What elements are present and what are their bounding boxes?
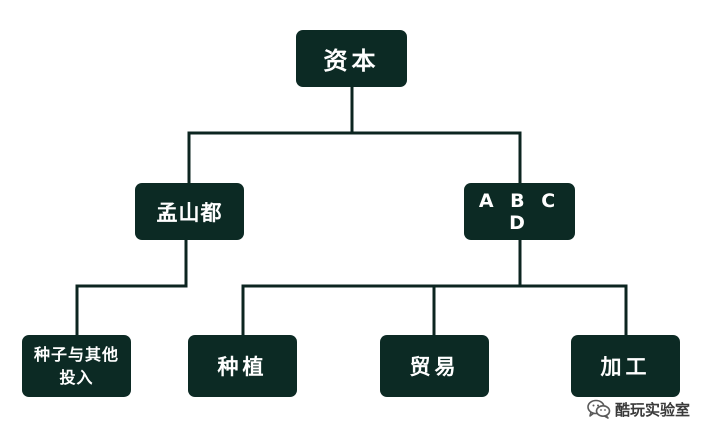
node-processing: 加工 [571,335,680,397]
node-monsanto: 孟山都 [135,183,244,240]
node-monsanto-label: 孟山都 [156,200,223,225]
wechat-icon [587,399,611,419]
node-abcd: A B C D [464,183,575,240]
watermark: 酷玩实验室 [587,397,690,421]
node-seeds-inputs-label: 种子与其他投入 [33,345,119,387]
node-trade: 贸易 [380,335,489,397]
node-capital-label: 资本 [323,47,380,75]
node-processing-label: 加工 [600,355,651,379]
watermark-text: 酷玩实验室 [614,400,690,419]
node-seeds-inputs: 种子与其他投入 [22,335,131,397]
node-planting-label: 种植 [217,355,268,379]
node-abcd-label: A B C D [478,189,561,234]
node-planting: 种植 [188,335,297,397]
node-trade-label: 贸易 [409,355,460,379]
node-capital: 资本 [296,30,407,87]
